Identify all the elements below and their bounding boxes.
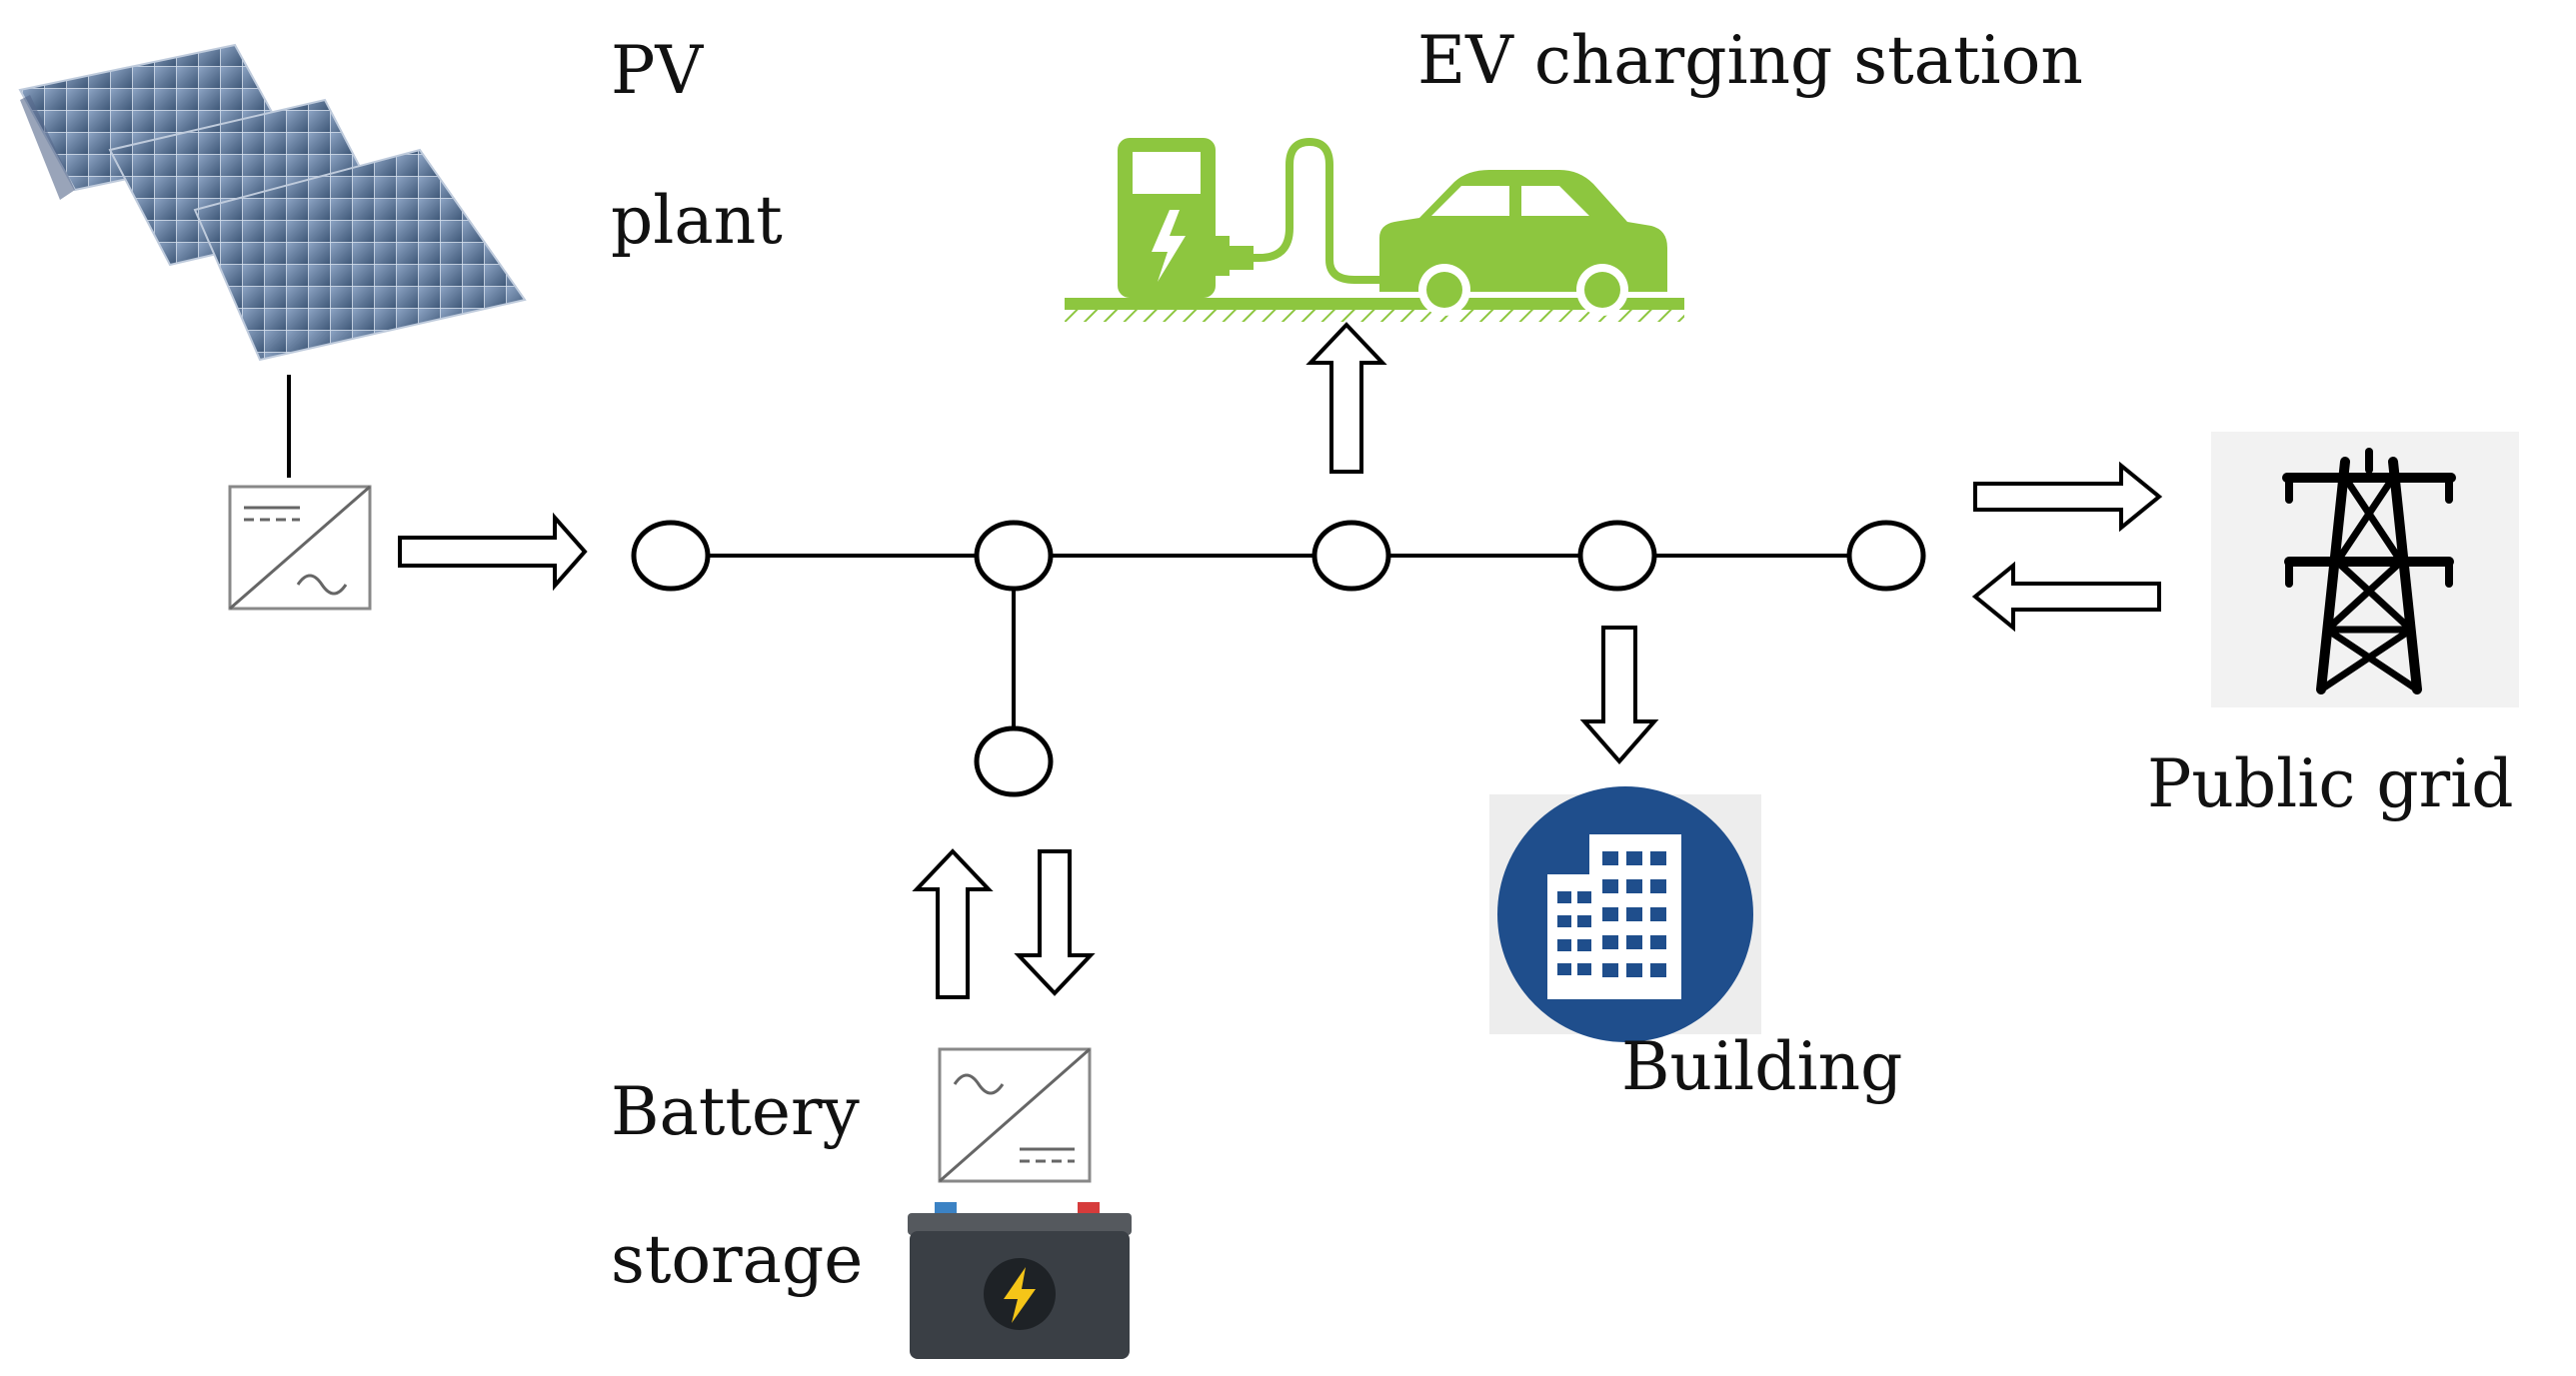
bus-node-3 (1311, 520, 1391, 592)
battery-label-line1: Battery (611, 1073, 860, 1150)
car-icon (1379, 170, 1667, 316)
arrow-bus-to-ev (1305, 322, 1387, 474)
arrow-bus-to-building (1579, 626, 1659, 765)
arrow-grid-to-bus (1971, 561, 2161, 633)
battery-icon (908, 1202, 1132, 1359)
bus-node-2 (974, 520, 1054, 592)
building-label: Building (1621, 1028, 1903, 1105)
public-grid-label: Public grid (2147, 745, 2514, 822)
bus-node-1 (631, 520, 711, 592)
arrow-bus-to-grid (1973, 461, 2163, 533)
pylon-icon (2282, 448, 2456, 694)
ev-station-label: EV charging station (1417, 22, 2083, 99)
ev-charger-icon (1065, 137, 1684, 322)
pv-label-line1: PV (611, 32, 704, 109)
arrow-bus-to-battery-up (912, 848, 994, 999)
dc-ac-converter-icon (938, 1047, 1092, 1183)
arrow-battery-down (1014, 849, 1096, 996)
solar-panel-icon (18, 43, 527, 362)
arrow-pv-to-bus (398, 512, 588, 592)
dc-ac-converter-icon (228, 485, 372, 611)
battery-node (974, 725, 1054, 797)
battery-label-line2: storage (611, 1221, 864, 1298)
pv-label-line2: plant (611, 182, 783, 259)
bus-line (710, 554, 1847, 727)
building-icon (1497, 786, 1753, 1042)
bus-node-5 (1846, 520, 1926, 592)
bus-node-4 (1577, 520, 1657, 592)
